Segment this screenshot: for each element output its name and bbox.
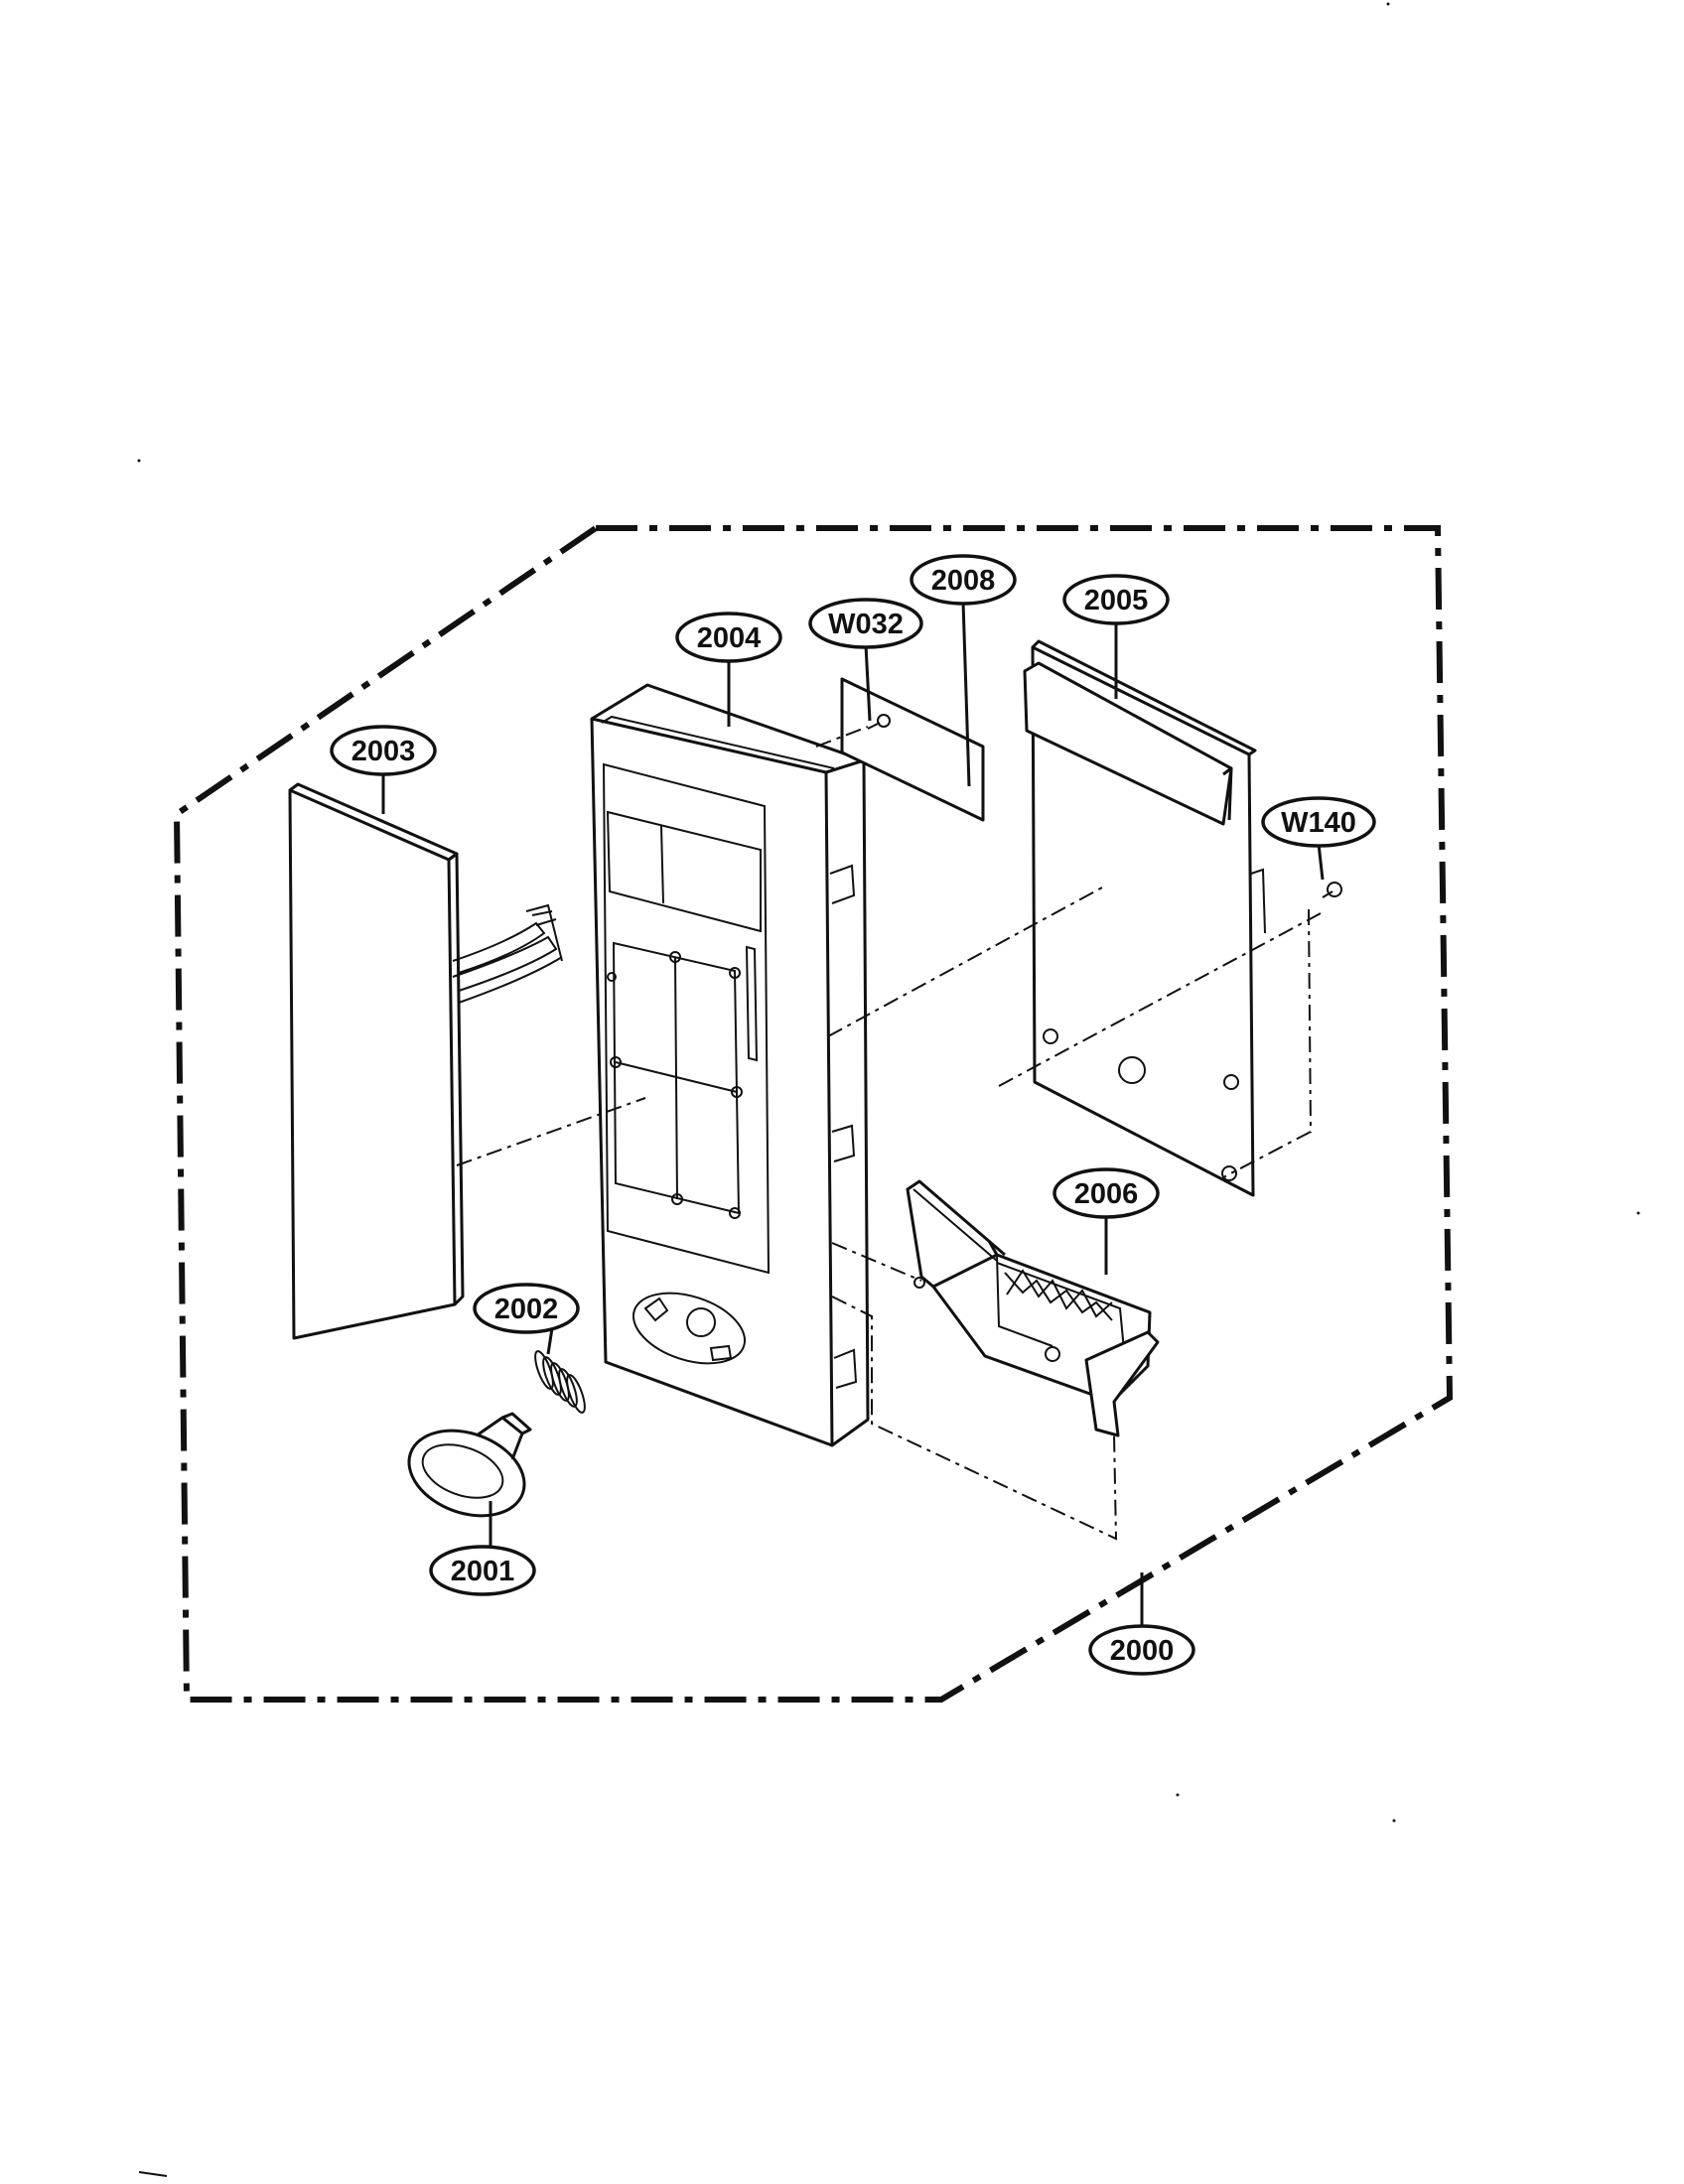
svg-text:2000: 2000 [1110,1635,1175,1667]
scan-speck [137,459,141,463]
svg-text:W140: W140 [1281,807,1356,839]
part-2001-push-button [407,1412,532,1518]
part-W140-screw [1322,882,1342,898]
callout-W032: W032 [808,598,923,649]
svg-text:2005: 2005 [1084,585,1149,616]
svg-text:2002: 2002 [494,1294,559,1325]
leader-line [961,601,971,787]
scan-mark [138,2171,168,2177]
callout-2001: 2001 [429,1545,536,1596]
svg-text:2003: 2003 [351,736,416,767]
callout-W140: W140 [1261,796,1376,848]
callout-2005: 2005 [1062,574,1170,625]
callout-2004: 2004 [675,612,782,663]
guide-line [831,1296,1118,1541]
part-W032-screw [867,714,891,730]
svg-text:W032: W032 [828,609,904,640]
callout-2000: 2000 [1088,1624,1195,1676]
guide-line [815,726,869,748]
part-2005-circuit-board [1023,639,1266,1197]
callout-2006: 2006 [1052,1167,1160,1219]
guide-line [827,887,1103,1037]
svg-text:2001: 2001 [451,1556,515,1587]
assembly-boundary [173,525,1454,1703]
scan-speck [1636,1211,1640,1215]
callout-2003: 2003 [330,725,437,776]
guide-line [831,1242,922,1282]
scan-speck [1386,2,1390,6]
callout-2002: 2002 [473,1283,580,1334]
callout-2008: 2008 [910,554,1017,606]
svg-text:2004: 2004 [697,622,762,654]
part-2002-spring [534,1350,586,1414]
svg-text:2008: 2008 [931,565,996,597]
leader-line [1317,843,1325,881]
leader-line [546,1327,554,1355]
part-2004-control-panel [590,683,870,1447]
part-2006-latch-lever [906,1179,1160,1437]
scan-speck [1176,1793,1180,1797]
guide-line [1222,908,1313,1178]
part-2003-cover-panel [288,782,563,1340]
leader-line [864,644,872,722]
guide-line [456,1097,646,1166]
part-2008-plate [840,677,985,822]
scan-speck [1392,1819,1396,1823]
guide-line [998,912,1322,1087]
svg-text:2006: 2006 [1074,1178,1139,1210]
